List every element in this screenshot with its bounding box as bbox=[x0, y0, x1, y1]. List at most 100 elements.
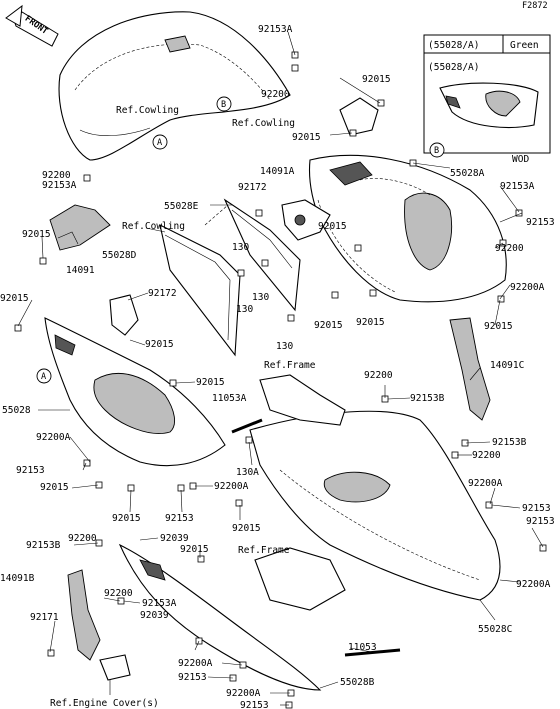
label-ref-frame: Ref.Frame bbox=[264, 360, 316, 371]
label-92015: 92015 bbox=[22, 229, 51, 240]
label-92200A: 92200A bbox=[510, 282, 545, 293]
ref-marker-a-2: A bbox=[36, 368, 52, 384]
label-92153: 92153 bbox=[526, 516, 555, 527]
ref-marker-label: B bbox=[434, 146, 439, 156]
label-92015: 92015 bbox=[318, 221, 347, 232]
fasteners bbox=[14, 51, 547, 709]
upper-cowling bbox=[58, 11, 291, 161]
label-92153B: 92153B bbox=[26, 540, 61, 551]
main-cowling-55028A bbox=[308, 154, 507, 303]
label-92172: 92172 bbox=[238, 182, 267, 193]
figure-code: F2872 bbox=[522, 1, 548, 11]
part-labels: 92153A 92200 Ref.Cowling 92015 Ref.Cowli… bbox=[0, 24, 555, 709]
label-ref-frame: Ref.Frame bbox=[238, 545, 290, 556]
bracket-top-right bbox=[339, 97, 379, 136]
bracket-14091A bbox=[281, 199, 331, 241]
legend-code-1: (55028/A) bbox=[428, 40, 479, 51]
ref-marker-label: B bbox=[221, 100, 226, 110]
label-55028C: 55028C bbox=[478, 624, 512, 635]
label-92200: 92200 bbox=[364, 370, 393, 381]
label-11053: 11053 bbox=[348, 642, 377, 653]
frame-ref-lower bbox=[254, 547, 346, 611]
label-92015: 92015 bbox=[362, 74, 391, 85]
color-legend: (55028/A) Green (55028/A) WOD bbox=[423, 34, 551, 165]
panel-55028D bbox=[159, 223, 241, 357]
label-92171: 92171 bbox=[30, 612, 59, 623]
panel-55028E bbox=[223, 198, 301, 312]
label-92200: 92200 bbox=[42, 170, 71, 181]
label-ref-cowling: Ref.Cowling bbox=[122, 221, 185, 232]
lower-panel-55028B bbox=[118, 543, 322, 691]
bracket-14091C bbox=[449, 317, 491, 421]
front-arrow-icon: FRONT bbox=[5, 4, 59, 47]
label-92200A: 92200A bbox=[214, 481, 249, 492]
label-ref-engine-cover: Ref.Engine Cover(s) bbox=[50, 698, 159, 709]
label-92153: 92153 bbox=[522, 503, 551, 514]
label-92153A: 92153A bbox=[42, 180, 77, 191]
inner-panel-55028 bbox=[44, 317, 226, 467]
legend-part-sketch bbox=[439, 82, 539, 128]
label-130A: 130A bbox=[236, 467, 259, 478]
label-92172: 92172 bbox=[148, 288, 177, 299]
label-92153: 92153 bbox=[526, 217, 555, 228]
label-92153A: 92153A bbox=[142, 598, 177, 609]
ref-marker-b-2: B bbox=[429, 142, 445, 158]
label-92153A: 92153A bbox=[500, 181, 535, 192]
label-92015: 92015 bbox=[292, 132, 321, 143]
leader-lines bbox=[17, 31, 544, 706]
ref-marker-a-1: A bbox=[152, 134, 168, 150]
label-130: 130 bbox=[236, 304, 253, 315]
label-92153: 92153 bbox=[16, 465, 45, 476]
label-130: 130 bbox=[252, 292, 269, 303]
label-14091B: 14091B bbox=[0, 573, 35, 584]
label-55028: 55028 bbox=[2, 405, 31, 416]
label-92200A: 92200A bbox=[36, 432, 71, 443]
rod-11053 bbox=[344, 648, 401, 657]
engine-cover-ref bbox=[99, 654, 131, 681]
label-92015: 92015 bbox=[145, 339, 174, 350]
label-92200: 92200 bbox=[261, 89, 290, 100]
label-92039: 92039 bbox=[160, 533, 189, 544]
label-55028E: 55028E bbox=[164, 201, 199, 212]
label-92015: 92015 bbox=[112, 513, 141, 524]
label-92153A: 92153A bbox=[258, 24, 293, 35]
label-55028B: 55028B bbox=[340, 677, 375, 688]
label-92015: 92015 bbox=[232, 523, 261, 534]
lower-fairing-55028C bbox=[249, 410, 501, 601]
label-92039: 92039 bbox=[140, 610, 169, 621]
label-92015: 92015 bbox=[356, 317, 385, 328]
label-11053A: 11053A bbox=[212, 393, 247, 404]
ref-marker-label: A bbox=[157, 138, 162, 148]
label-ref-cowling: Ref.Cowling bbox=[232, 118, 295, 129]
label-92200: 92200 bbox=[68, 533, 97, 544]
label-92153: 92153 bbox=[165, 513, 194, 524]
label-92153: 92153 bbox=[178, 672, 207, 683]
ref-marker-label: A bbox=[41, 372, 46, 382]
bracket-14091 bbox=[109, 294, 139, 336]
frame-ref-upper bbox=[259, 374, 346, 426]
label-92015: 92015 bbox=[40, 482, 69, 493]
label-92015: 92015 bbox=[314, 320, 343, 331]
label-92200A: 92200A bbox=[178, 658, 213, 669]
label-55028A: 55028A bbox=[450, 168, 485, 179]
legend-color: Green bbox=[510, 40, 539, 51]
label-92015: 92015 bbox=[484, 321, 513, 332]
label-55028D: 55028D bbox=[102, 250, 137, 261]
label-92015: 92015 bbox=[0, 293, 29, 304]
legend-variant: WOD bbox=[512, 154, 529, 165]
label-14091A: 14091A bbox=[260, 166, 295, 177]
label-ref-cowling: Ref.Cowling bbox=[116, 105, 179, 116]
ref-marker-b-1: B bbox=[216, 96, 232, 112]
label-14091C: 14091C bbox=[490, 360, 524, 371]
side-cowling-left bbox=[49, 204, 111, 251]
label-92200A: 92200A bbox=[516, 579, 551, 590]
label-92200A: 92200A bbox=[468, 478, 503, 489]
label-92200: 92200 bbox=[472, 450, 501, 461]
label-14091: 14091 bbox=[66, 265, 95, 276]
label-92153: 92153 bbox=[240, 700, 269, 709]
label-92015: 92015 bbox=[196, 377, 225, 388]
label-92015: 92015 bbox=[180, 544, 209, 555]
label-92153B: 92153B bbox=[410, 393, 445, 404]
